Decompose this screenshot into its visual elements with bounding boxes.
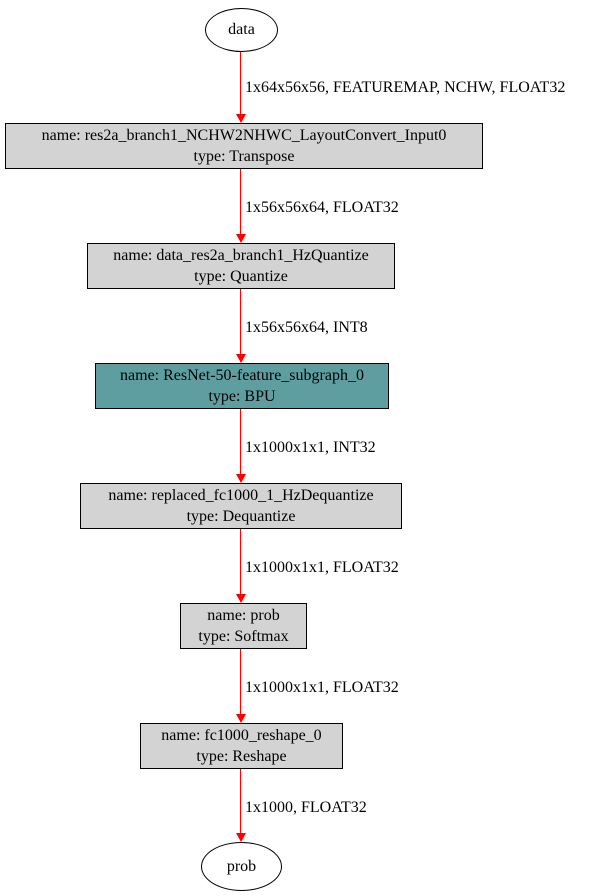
node-type-label: type: BPU (208, 388, 276, 405)
edge-arrow-1 (235, 52, 246, 123)
edge-label-4: 1x1000x1x1, INT32 (245, 439, 376, 456)
arrowhead-icon (235, 714, 246, 723)
node-reshape: name: fc1000_reshape_0 type: Reshape (140, 723, 343, 769)
node-name-label: name: fc1000_reshape_0 (161, 727, 322, 744)
node-type-label: type: Softmax (198, 628, 289, 645)
input-node-data: data (205, 8, 278, 52)
arrowhead-icon (235, 234, 246, 243)
node-bpu: name: ResNet-50-feature_subgraph_0 type:… (95, 363, 389, 409)
input-node-label: data (228, 21, 255, 38)
edge-arrow-7 (235, 769, 246, 842)
edge-line (239, 769, 241, 834)
edge-line (239, 289, 241, 355)
edge-line (239, 409, 241, 475)
node-transpose: name: res2a_branch1_NCHW2NHWC_LayoutConv… (5, 123, 483, 169)
edge-line (239, 52, 241, 115)
node-dequantize: name: replaced_fc1000_1_HzDequantize typ… (80, 483, 402, 529)
arrowhead-icon (235, 354, 246, 363)
output-node-prob: prob (201, 842, 282, 891)
node-name-label: name: prob (207, 607, 280, 624)
edge-label-1: 1x64x56x56, FEATUREMAP, NCHW, FLOAT32 (245, 79, 566, 96)
arrowhead-icon (235, 474, 246, 483)
node-softmax: name: prob type: Softmax (180, 603, 307, 649)
node-type-label: type: Reshape (196, 748, 287, 765)
node-name-label: name: replaced_fc1000_1_HzDequantize (108, 487, 374, 504)
arrowhead-icon (235, 833, 246, 842)
edge-label-2: 1x56x56x64, FLOAT32 (245, 199, 399, 216)
node-name-label: name: res2a_branch1_NCHW2NHWC_LayoutConv… (41, 127, 447, 144)
output-node-label: prob (226, 857, 257, 875)
node-type-label: type: Transpose (193, 148, 295, 165)
node-name-label: name: ResNet-50-feature_subgraph_0 (120, 367, 364, 384)
node-name-label: name: data_res2a_branch1_HzQuantize (113, 247, 369, 264)
edge-label-6: 1x1000x1x1, FLOAT32 (245, 679, 399, 696)
arrowhead-icon (235, 594, 246, 603)
arrowhead-icon (235, 114, 246, 123)
edge-arrow-4 (235, 409, 246, 483)
edge-label-7: 1x1000, FLOAT32 (245, 799, 367, 816)
edge-arrow-3 (235, 289, 246, 363)
node-type-label: type: Quantize (194, 268, 288, 285)
node-quantize: name: data_res2a_branch1_HzQuantize type… (87, 243, 395, 289)
edge-label-5: 1x1000x1x1, FLOAT32 (245, 559, 399, 576)
edge-line (239, 169, 241, 235)
edge-line (239, 649, 241, 715)
edge-arrow-5 (235, 529, 246, 603)
node-type-label: type: Dequantize (186, 508, 296, 525)
edge-arrow-6 (235, 649, 246, 723)
edge-label-3: 1x56x56x64, INT8 (245, 319, 368, 336)
edge-arrow-2 (235, 169, 246, 243)
edge-line (239, 529, 241, 595)
